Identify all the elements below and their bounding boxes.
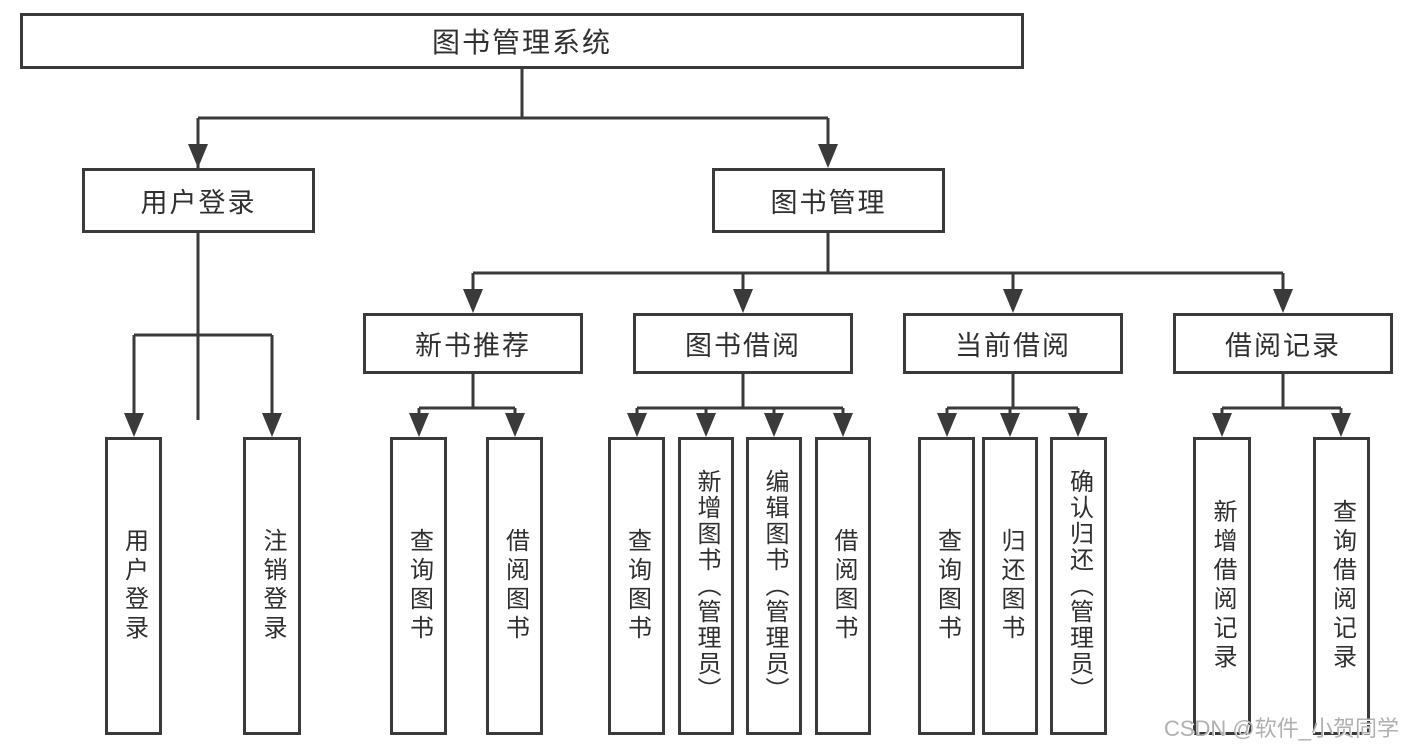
- diagram-node-current-borrow: 当前借阅: [903, 313, 1123, 374]
- diagram-node-records-add-record: 新增借阅记录: [1193, 437, 1251, 735]
- node-label: 图书管理: [770, 188, 887, 218]
- node-label: 用户登录: [120, 528, 148, 644]
- node-label: 新增图书（管理员）: [693, 469, 720, 703]
- arrowheads: [124, 144, 1351, 437]
- diagram-node-user-login: 用户登录: [82, 168, 315, 233]
- node-label: 查询借阅记录: [1328, 499, 1356, 673]
- diagram-node-borrow-add-books-admin: 新增图书（管理员）: [678, 437, 734, 735]
- node-label: 查询图书: [405, 528, 433, 644]
- node-label: 当前借阅: [955, 331, 1071, 361]
- diagram-node-book-borrow: 图书借阅: [633, 313, 853, 374]
- diagram-node-book-management: 图书管理: [712, 168, 945, 233]
- node-label: 查询图书: [623, 528, 651, 644]
- diagram-node-new-book-recommend: 新书推荐: [363, 313, 583, 374]
- diagram-node-borrow-query-books: 查询图书: [608, 437, 665, 735]
- node-label: 新书推荐: [415, 331, 531, 361]
- node-label: 图书借阅: [685, 331, 801, 361]
- node-label: 确认归还（管理员）: [1065, 469, 1093, 703]
- diagram-node-borrow-borrow-books: 借阅图书: [815, 437, 871, 735]
- diagram-node-rec-query-books: 查询图书: [390, 437, 447, 735]
- diagram-node-borrow-records: 借阅记录: [1173, 313, 1393, 374]
- node-label: 借阅图书: [830, 528, 857, 644]
- node-label: 图书管理系统: [431, 27, 612, 58]
- node-label: 归还图书: [997, 528, 1024, 644]
- diagram-node-borrow-edit-books-admin: 编辑图书（管理员）: [746, 437, 802, 735]
- node-label: 查询图书: [933, 528, 961, 644]
- diagram-node-current-query-books: 查询图书: [918, 437, 975, 735]
- diagram-node-records-query-record: 查询借阅记录: [1313, 437, 1370, 735]
- node-label: 注销登录: [259, 528, 286, 644]
- node-label: 新增借阅记录: [1209, 499, 1236, 673]
- diagram-node-current-return-books: 归还图书: [982, 437, 1038, 735]
- node-label: 编辑图书（管理员）: [761, 469, 788, 703]
- node-label: 用户登录: [140, 188, 257, 218]
- diagram-node-current-confirm-return-admin: 确认归还（管理员）: [1050, 437, 1107, 735]
- diagram-node-root: 图书管理系统: [20, 13, 1024, 69]
- diagram-node-logout-leaf: 注销登录: [243, 437, 301, 735]
- csdn-watermark: CSDN @软件_小贺同学: [1163, 716, 1399, 741]
- diagram-node-rec-borrow-books: 借阅图书: [486, 437, 543, 735]
- node-label: 借阅图书: [501, 528, 529, 644]
- node-label: 借阅记录: [1225, 331, 1341, 361]
- diagram-node-user-login-leaf: 用户登录: [105, 437, 162, 735]
